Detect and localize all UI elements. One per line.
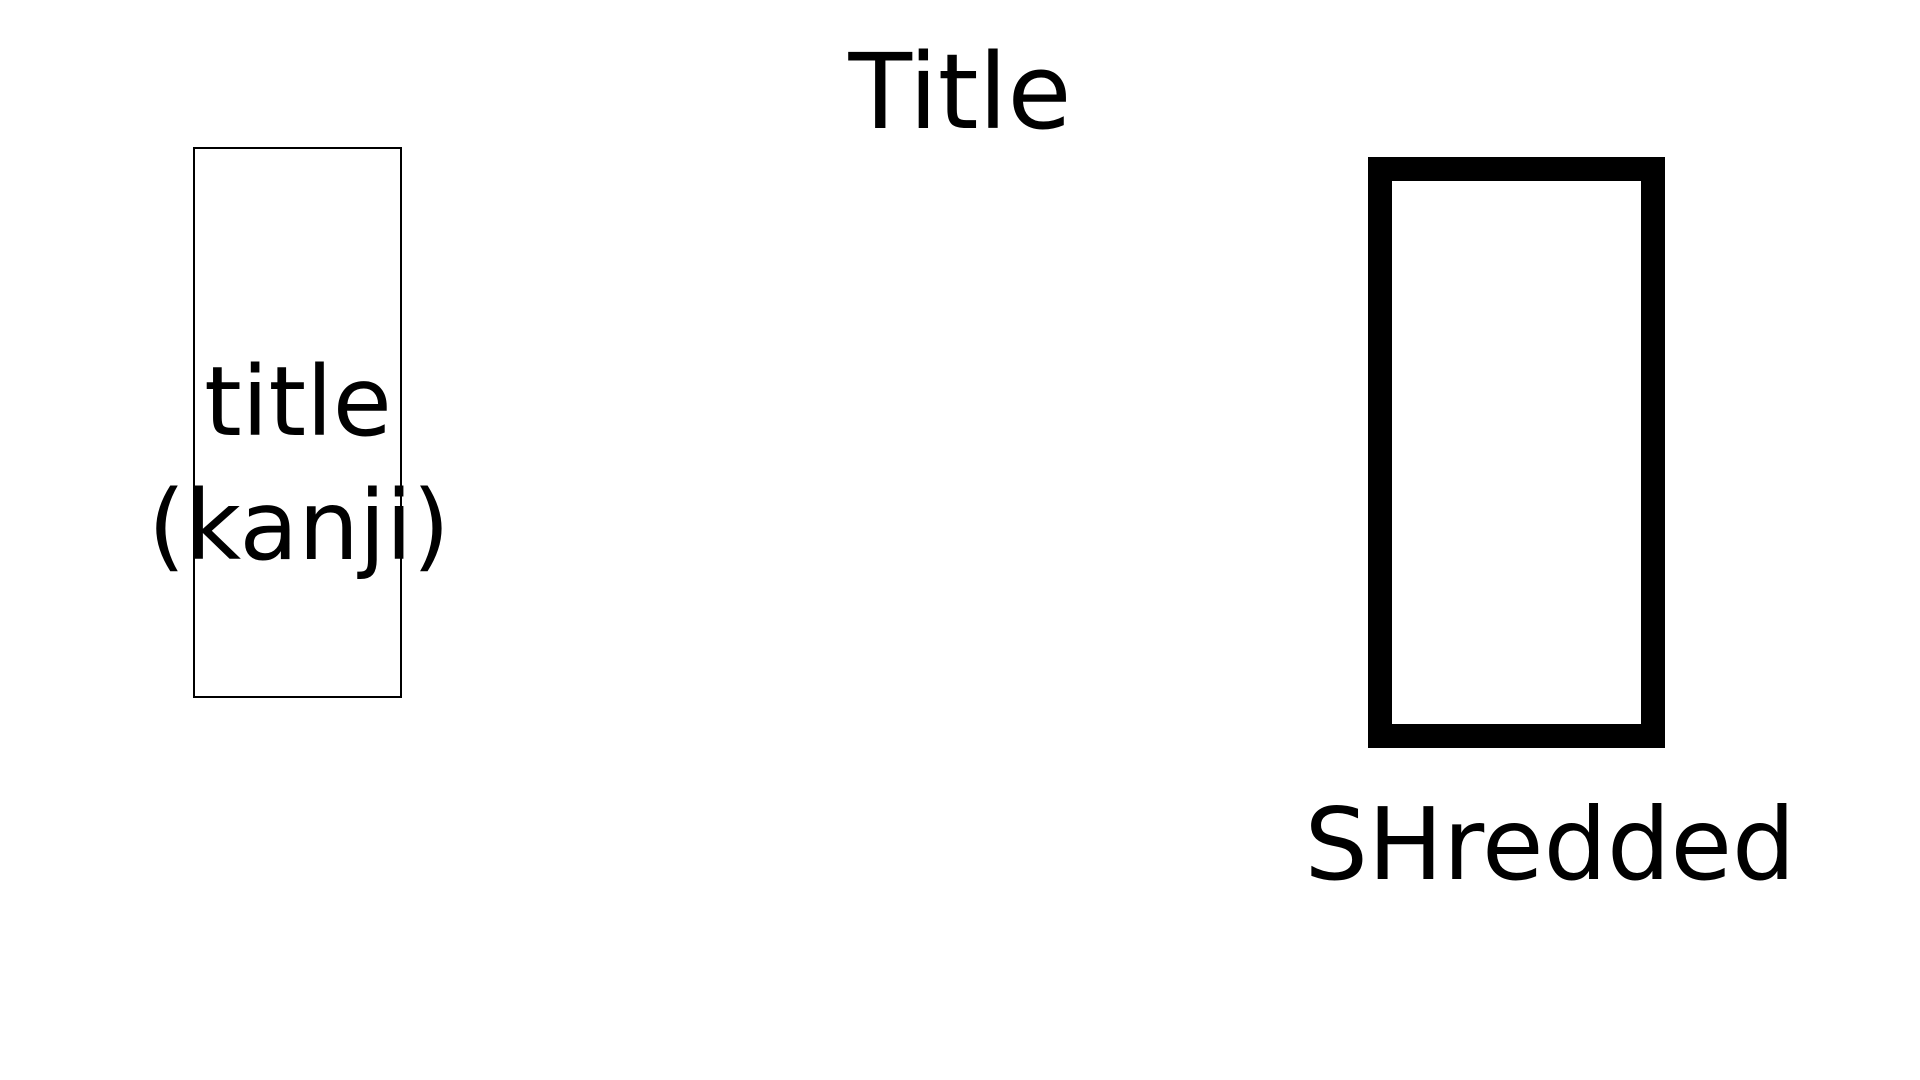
title-kanji-box	[193, 147, 402, 698]
title-kanji-text: title (kanji)	[148, 340, 450, 588]
title-kanji-line1: title	[204, 346, 392, 458]
slide-title: Title	[848, 31, 1072, 153]
title-kanji-line2: (kanji)	[148, 470, 450, 582]
shredded-box	[1368, 157, 1665, 748]
shredded-label: SHredded	[1304, 786, 1796, 903]
